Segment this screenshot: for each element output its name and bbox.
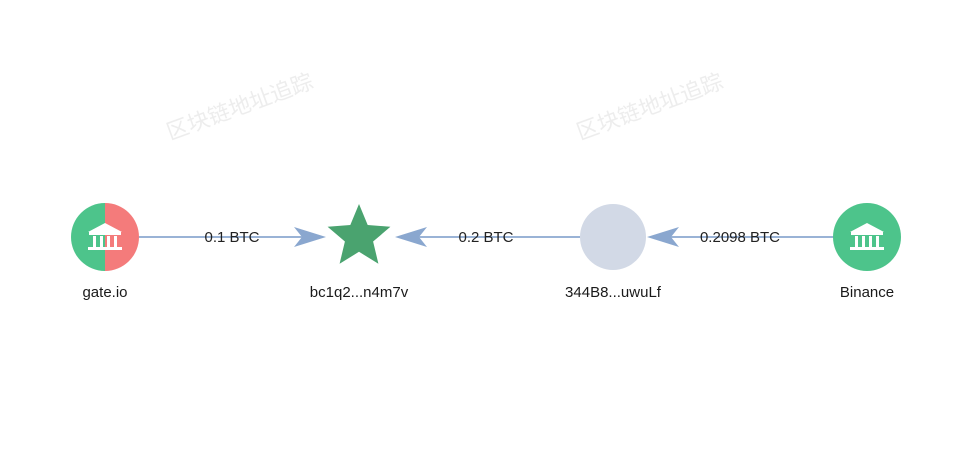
edge-gate-to-target[interactable]: 0.1 BTC	[139, 227, 326, 247]
edge-binance-to-middle[interactable]: 0.2098 BTC	[647, 227, 834, 247]
node-intermediate-address[interactable]: 344B8...uwuLf	[565, 204, 662, 301]
svg-text:区块链地址追踪: 区块链地址追踪	[574, 69, 727, 145]
node-binance[interactable]: Binance	[833, 203, 901, 301]
node-label: bc1q2...n4m7v	[310, 284, 409, 301]
edge-amount-label: 0.2098 BTC	[700, 229, 780, 246]
edge-amount-label: 0.1 BTC	[204, 229, 259, 246]
star-icon	[327, 204, 391, 264]
node-label: gate.io	[82, 284, 127, 301]
svg-text:区块链地址追踪: 区块链地址追踪	[164, 69, 317, 145]
node-gate-io[interactable]: gate.io	[71, 203, 139, 301]
watermark: 区块链地址追踪 区块链地址追踪	[164, 69, 727, 145]
edge-amount-label: 0.2 BTC	[458, 229, 513, 246]
arrowhead-icon	[294, 227, 326, 247]
node-label: 344B8...uwuLf	[565, 284, 662, 301]
arrowhead-icon	[647, 227, 679, 247]
node-target-address[interactable]: bc1q2...n4m7v	[310, 204, 409, 301]
address-circle-icon	[580, 204, 646, 270]
arrowhead-icon	[395, 227, 427, 247]
node-label: Binance	[840, 284, 894, 301]
edge-middle-to-target[interactable]: 0.2 BTC	[395, 227, 580, 247]
